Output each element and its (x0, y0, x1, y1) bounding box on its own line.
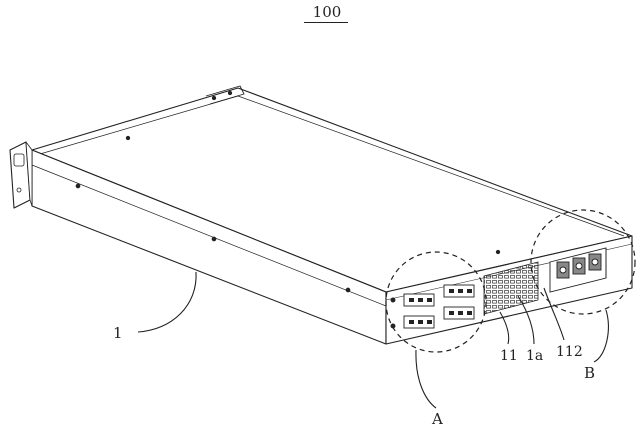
power-connector (549, 247, 607, 293)
detail-circle-a (385, 251, 487, 353)
label-part-1a: 1a (526, 348, 543, 364)
leader-line-112 (543, 287, 565, 341)
label-device: 1 (113, 324, 123, 342)
port-group (390, 284, 475, 329)
leader-line-b (593, 309, 609, 363)
label-part-11: 11 (500, 348, 518, 364)
leader-line-a (415, 349, 437, 409)
label-part-112: 112 (556, 344, 583, 360)
chassis-body (9, 85, 633, 345)
leader-lines (137, 271, 609, 409)
detail-circle-b (530, 209, 636, 315)
leader-line-1a (517, 295, 535, 345)
vent-grille (483, 261, 539, 315)
label-detail-b: B (584, 364, 595, 382)
figure-number-underline (304, 22, 348, 23)
label-detail-a: A (431, 410, 443, 428)
leader-line-11 (499, 311, 510, 345)
figure-number: 100 (312, 3, 342, 21)
leader-line-device (137, 271, 197, 333)
